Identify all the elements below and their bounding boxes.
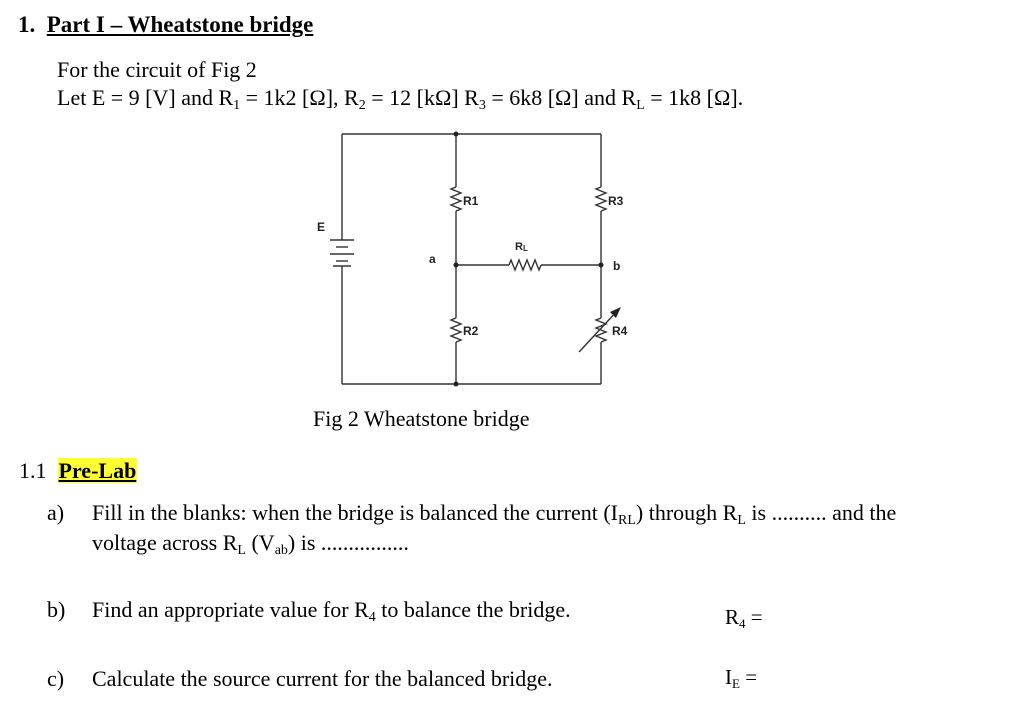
answer-text: = <box>745 605 763 629</box>
junction-dot-b <box>598 262 604 268</box>
subsection-heading: 1.1 Pre-Lab <box>19 458 138 484</box>
intro-text: Let E = 9 [V] and R <box>57 85 234 110</box>
label-rl-main: R <box>515 241 523 253</box>
question-a-label: a) <box>47 500 65 525</box>
subscript: ab <box>274 543 288 558</box>
answer-text: I <box>725 665 732 689</box>
question-text: Find an appropriate value for R <box>92 597 369 622</box>
intro-text: = 6k8 [Ω] and R <box>485 85 637 110</box>
question-text: (V <box>245 530 275 555</box>
figure-caption: Fig 2 Wheatstone bridge <box>313 406 530 431</box>
subscript: E <box>732 676 740 691</box>
answer-text: = <box>739 665 758 689</box>
label-r3: R3 <box>608 194 624 208</box>
answer-ie: IE = <box>725 665 757 690</box>
answer-text: R <box>725 605 740 629</box>
heading-title: Part I – Wheatstone bridge <box>46 12 314 37</box>
subscript: L <box>636 98 645 113</box>
junction-dot-a <box>453 262 459 268</box>
question-text: to balance the bridge. <box>375 597 571 622</box>
subsection-title: Pre-Lab <box>57 458 138 483</box>
subscript: 1 <box>233 98 241 113</box>
question-c-text: Calculate the source current for the bal… <box>92 666 553 691</box>
subsection-number: 1.1 <box>19 458 47 483</box>
label-a: a <box>429 252 436 266</box>
question-text: ) is ................ <box>287 530 409 555</box>
label-r2: R2 <box>463 324 479 338</box>
answer-r4: R4 = <box>725 605 763 630</box>
subscript: RL <box>618 513 636 528</box>
subscript: 3 <box>478 98 486 113</box>
r3-resistor <box>594 186 608 212</box>
intro-text: = 1k8 [Ω]. <box>644 85 744 110</box>
question-text: is .......... and the <box>745 500 897 525</box>
rl-resistor <box>508 258 542 272</box>
label-b: b <box>613 259 620 273</box>
subscript: 2 <box>358 98 366 113</box>
section-heading: 1. Part I – Wheatstone bridge <box>18 12 313 38</box>
intro-text: = 12 [kΩ] R <box>365 85 479 110</box>
question-c-label: c) <box>47 666 65 691</box>
heading-number: 1. <box>18 12 36 37</box>
intro-line-1: For the circuit of Fig 2 <box>57 57 257 82</box>
subscript: L <box>737 513 746 528</box>
subscript: 4 <box>368 610 376 625</box>
label-rl-sub: L <box>523 244 528 253</box>
question-a-line-2: voltage across RL (Vab) is .............… <box>92 530 409 558</box>
subscript: 4 <box>739 616 746 631</box>
question-a-line-1: Fill in the blanks: when the bridge is b… <box>92 500 897 528</box>
question-text: voltage across R <box>92 530 238 555</box>
intro-line-2: Let E = 9 [V] and R1 = 1k2 [Ω], R2 = 12 … <box>57 85 744 113</box>
label-e: E <box>317 220 325 234</box>
label-r1: R1 <box>463 194 479 208</box>
subscript: L <box>237 543 246 558</box>
question-text: ) through R <box>635 500 738 525</box>
label-rl: RL <box>515 241 528 253</box>
r4-resistor <box>594 317 608 343</box>
junction-dot <box>453 131 459 137</box>
question-b-text: Find an appropriate value for R4 to bala… <box>92 597 571 625</box>
question-text: Fill in the blanks: when the bridge is b… <box>92 500 619 525</box>
r2-resistor <box>449 317 463 343</box>
label-r4: R4 <box>612 324 628 338</box>
r4-variable-arrow <box>578 308 620 353</box>
r4-arrow-head <box>610 307 621 318</box>
intro-text: = 1k2 [Ω], R <box>240 85 359 110</box>
question-b-label: b) <box>47 597 66 622</box>
r1-resistor <box>449 186 463 212</box>
junction-dot <box>453 381 459 387</box>
